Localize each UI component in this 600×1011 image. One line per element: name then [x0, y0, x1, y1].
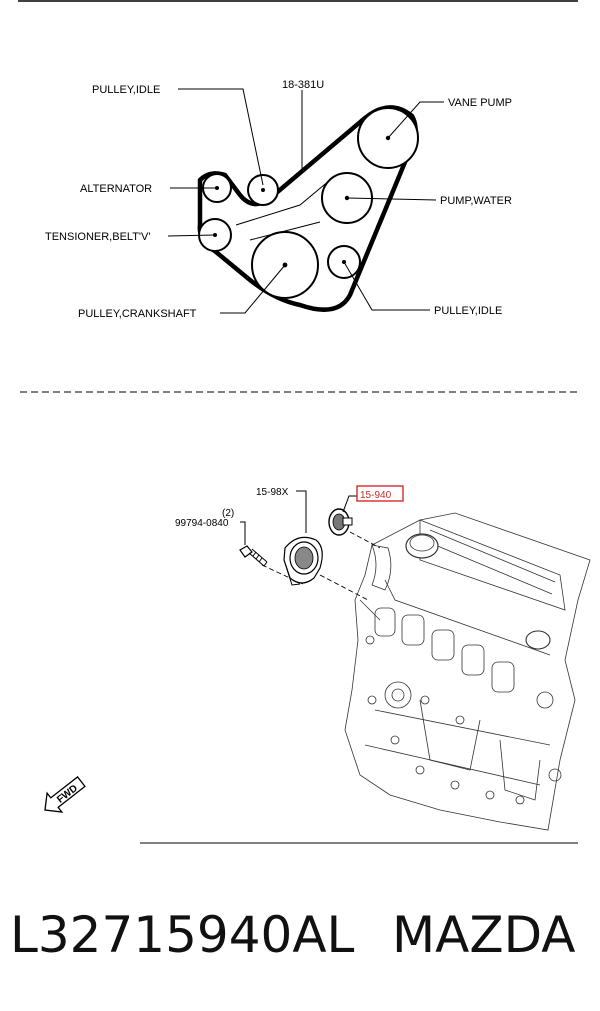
leader-1598x	[296, 490, 307, 533]
forward-arrow-icon: FWD	[44, 776, 86, 813]
filler-cap-icon	[405, 533, 439, 559]
label-pulley-crankshaft: PULLEY,CRANKSHAFT	[78, 308, 197, 320]
label-pump-water: PUMP,WATER	[440, 195, 512, 207]
thermostat-housing	[283, 536, 323, 586]
label-bolt: 99794-0840	[175, 518, 229, 529]
leader-idle-top	[178, 88, 264, 186]
leader-15940	[342, 495, 357, 513]
belt-inner-strand	[235, 179, 331, 226]
assembly-line-housing	[319, 574, 369, 601]
belt-diagram: PULLEY,IDLE 18-381U VANE PUMP ALTERNATOR…	[45, 79, 512, 320]
highlight-box-15940	[356, 485, 404, 502]
label-alternator: ALTERNATOR	[80, 183, 152, 195]
assembly-line-sensor	[349, 531, 381, 549]
label-tensioner: TENSIONER,BELT'V'	[45, 231, 150, 243]
leader-bolt	[240, 521, 246, 545]
leader-tensioner	[167, 234, 216, 237]
engine-block	[344, 512, 591, 831]
leader-idle-bottom	[343, 261, 430, 311]
label-pulley-idle-top: PULLEY,IDLE	[92, 84, 160, 96]
label-part-1598x: 15-98X	[256, 487, 289, 498]
label-part-number: 18-381U	[282, 79, 324, 91]
label-vane-pump: VANE PUMP	[448, 97, 512, 109]
label-quantity: (2)	[222, 508, 234, 519]
leader-crankshaft	[220, 264, 286, 314]
leader-vane-pump	[387, 101, 444, 139]
engine-diagram: 15-98X 15-940 (2) 99794-0840 FWD	[44, 485, 591, 844]
label-part-15940: 15-940	[360, 490, 392, 501]
caption-part-code: L32715940AL	[10, 906, 355, 964]
bolt	[239, 545, 268, 567]
caption-brand: MAZDA	[392, 906, 575, 964]
label-pulley-idle-bottom: PULLEY,IDLE	[434, 305, 502, 317]
leader-water-pump	[346, 197, 437, 201]
temperature-sensor	[328, 508, 353, 536]
